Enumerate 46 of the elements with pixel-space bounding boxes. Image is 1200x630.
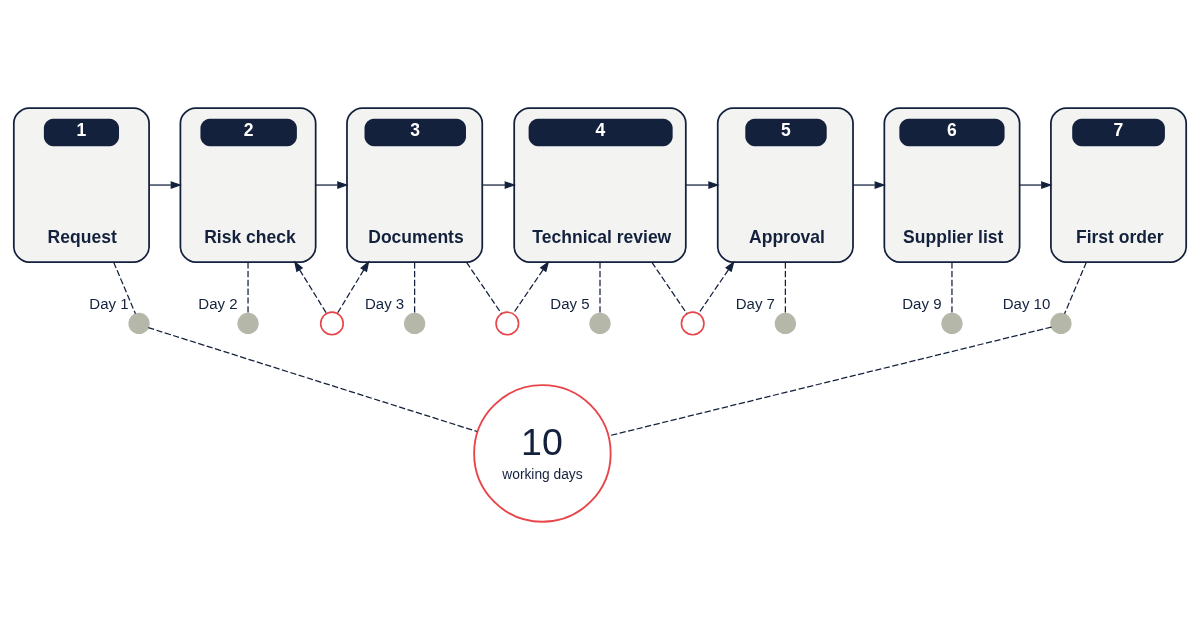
- arrow: [315, 181, 349, 189]
- node-box: 7 First order: [1050, 107, 1188, 263]
- connector: [465, 261, 502, 315]
- node-circle: [941, 312, 963, 335]
- arrow: [293, 260, 328, 315]
- node-label: Day 5: [550, 295, 590, 313]
- node-circle: [680, 311, 705, 336]
- arrow: [685, 181, 720, 189]
- arrow: [336, 260, 370, 315]
- node-label: Day 10: [1002, 295, 1051, 313]
- connector: [414, 261, 416, 314]
- connector: [1063, 261, 1087, 315]
- connector: [147, 327, 478, 433]
- node-box: 5 Approval: [716, 107, 854, 263]
- node-circle: [403, 312, 426, 335]
- connector: [608, 326, 1053, 437]
- connector: [784, 261, 786, 314]
- connector: [247, 261, 249, 314]
- connector: [599, 261, 601, 314]
- node-circle: [589, 312, 611, 335]
- node-box: 4 Technical review: [513, 107, 687, 263]
- arrow: [148, 181, 182, 189]
- connector: [951, 261, 953, 314]
- node-label: Day 3: [364, 295, 405, 313]
- node-label: Day 9: [902, 295, 942, 313]
- node-box: 3 Documents: [346, 107, 484, 263]
- arrow: [698, 260, 735, 315]
- node-box: 2 Risk check: [179, 107, 317, 263]
- node-circle: 10 working days: [473, 384, 612, 523]
- node-circle: [128, 312, 150, 335]
- node-circle: [774, 312, 797, 335]
- node-label: Day 7: [735, 295, 775, 313]
- arrow: [512, 260, 550, 315]
- arrow: [481, 181, 516, 189]
- arrow: [1019, 181, 1053, 189]
- node-label: Day 1: [89, 295, 129, 313]
- connector: [651, 261, 688, 315]
- node-circle: [495, 311, 520, 336]
- node-box: 1 Request: [12, 107, 150, 263]
- node-circle: [319, 311, 345, 336]
- connector: [113, 261, 137, 315]
- node-circle: [1050, 312, 1072, 335]
- arrow: [852, 181, 886, 189]
- node-label: Day 2: [198, 295, 238, 313]
- node-circle: [237, 312, 259, 335]
- node-box: 6 Supplier list: [883, 107, 1021, 263]
